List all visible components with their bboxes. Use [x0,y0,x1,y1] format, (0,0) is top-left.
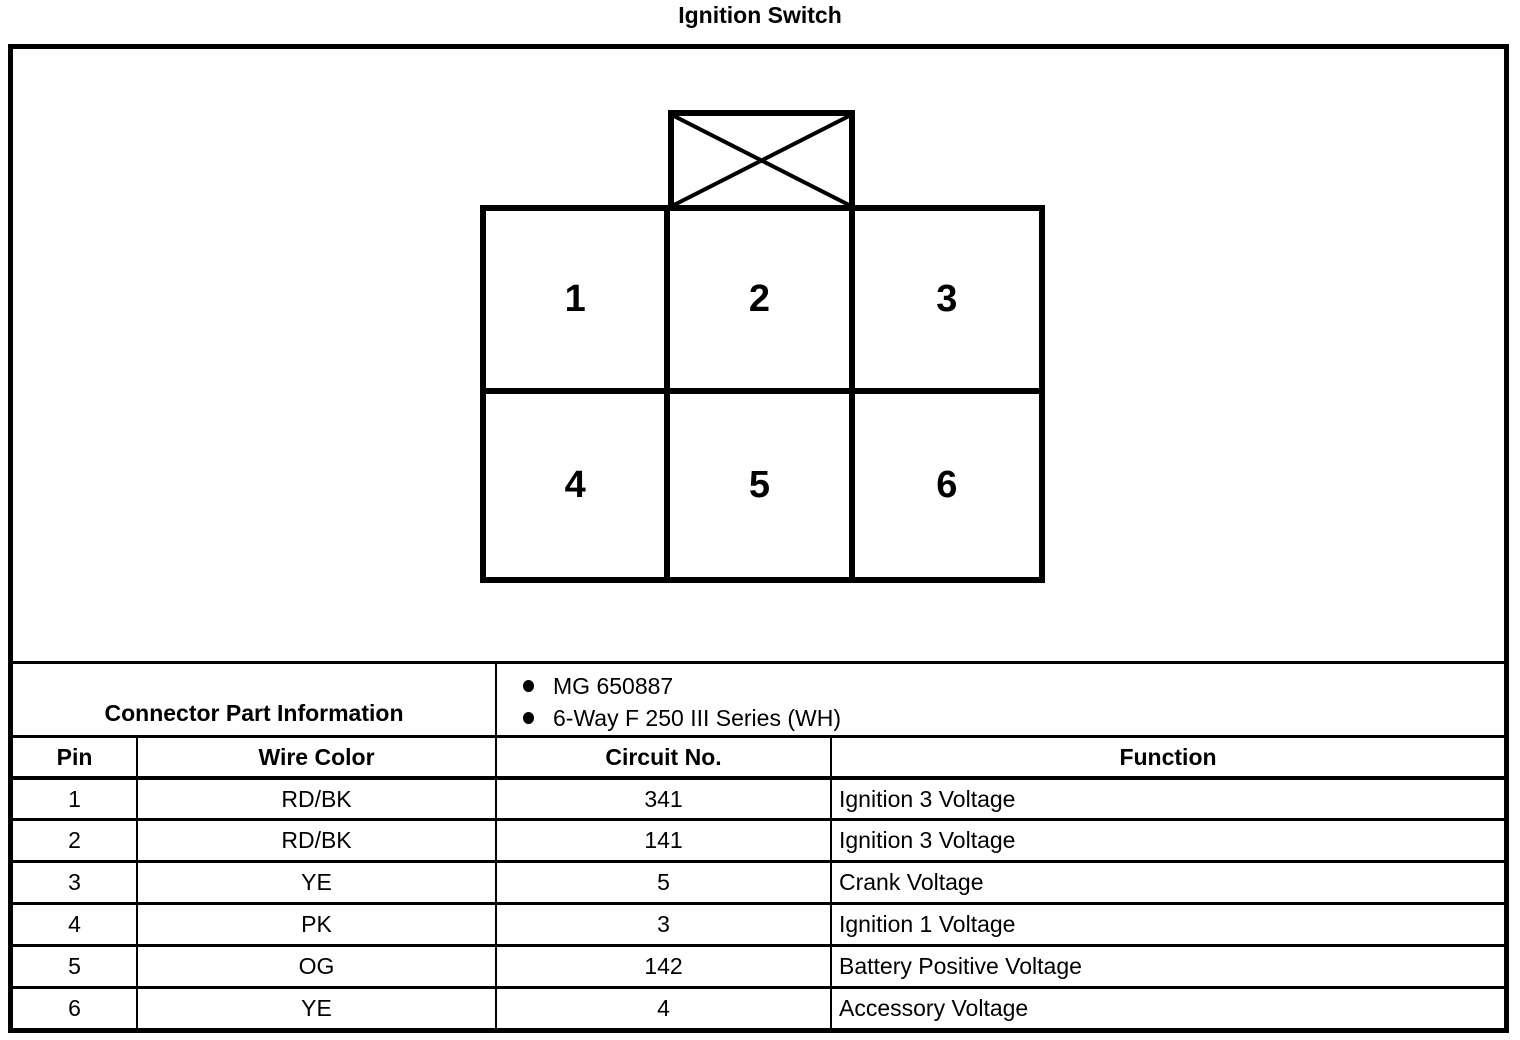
part-number-item: MG 650887 [523,670,1504,702]
cell-function: Crank Voltage [839,869,984,895]
connector-part-information-label: Connector Part Information [13,664,497,735]
cell-pin: 4 [13,905,138,944]
pin-cavity-5: 5 [670,394,855,577]
cell-wire-color: YE [138,989,497,1028]
pin-cavity-3: 3 [854,211,1039,394]
pin-cavity-1: 1 [486,211,671,394]
cell-circuit-no: 142 [497,947,832,986]
connector-diagram: 1 2 3 4 5 6 [13,49,1504,661]
cell-pin: 1 [13,780,138,818]
header-function: Function [1119,743,1217,770]
pin-cavity-2: 2 [670,211,855,394]
page-title: Ignition Switch [678,2,842,28]
bullet-icon [523,712,534,724]
connector-part-information-row: Connector Part Information MG 650887 6-W… [13,661,1504,735]
header-pin: Pin [13,738,138,776]
cell-function: Battery Positive Voltage [839,953,1082,979]
cell-function: Accessory Voltage [839,995,1029,1021]
part-number-text: 6-Way F 250 III Series (WH) [553,704,841,731]
pin-table-header-row: Pin Wire Color Circuit No. Function [13,735,1504,776]
cell-pin: 3 [13,863,138,902]
cell-wire-color: YE [138,863,497,902]
table-row: 1 RD/BK 341 Ignition 3 Voltage [13,776,1504,818]
cell-circuit-no: 141 [497,821,832,860]
cell-pin: 5 [13,947,138,986]
cell-wire-color: OG [138,947,497,986]
header-wire-color: Wire Color [138,738,497,776]
cell-pin: 2 [13,821,138,860]
pin-cavity-4: 4 [486,394,671,577]
cell-function: Ignition 3 Voltage [839,827,1016,853]
part-number-item: 6-Way F 250 III Series (WH) [523,702,1504,734]
table-row: 5 OG 142 Battery Positive Voltage [13,944,1504,986]
cell-circuit-no: 4 [497,989,832,1028]
figure-frame: 1 2 3 4 5 6 Connector Part Information M… [8,44,1509,1033]
table-row: 4 PK 3 Ignition 1 Voltage [13,902,1504,944]
bullet-icon [523,680,534,692]
table-row: 2 RD/BK 141 Ignition 3 Voltage [13,818,1504,860]
cell-circuit-no: 341 [497,780,832,818]
connector-keyway [668,110,855,205]
x-mark-icon [674,116,849,205]
cell-pin: 6 [13,989,138,1028]
connector-pin-grid: 1 2 3 4 5 6 [480,205,1045,583]
cell-circuit-no: 3 [497,905,832,944]
table-row: 3 YE 5 Crank Voltage [13,860,1504,902]
cell-circuit-no: 5 [497,863,832,902]
table-row: 6 YE 4 Accessory Voltage [13,986,1504,1028]
cell-wire-color: PK [138,905,497,944]
cell-wire-color: RD/BK [138,821,497,860]
header-circuit-no: Circuit No. [497,738,832,776]
cell-function: Ignition 3 Voltage [839,785,1016,812]
cell-wire-color: RD/BK [138,780,497,818]
cell-function: Ignition 1 Voltage [839,911,1016,937]
connector-part-numbers: MG 650887 6-Way F 250 III Series (WH) [497,664,1504,735]
pin-cavity-6: 6 [936,464,958,506]
part-number-text: MG 650887 [553,672,674,699]
